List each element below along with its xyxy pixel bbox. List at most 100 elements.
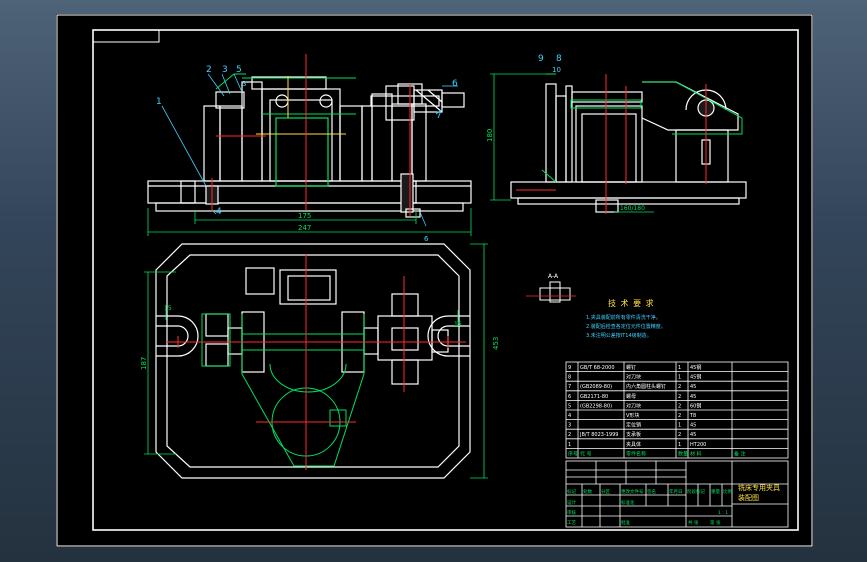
dim-187: 187: [140, 357, 148, 370]
drawing-canvas[interactable]: 175 247 2 3 5 1 3 4 7 6: [56, 14, 813, 547]
bom-cell: 支承板: [626, 431, 641, 438]
bom-cell: 1: [568, 442, 571, 448]
bom-cell: 2: [678, 394, 681, 400]
bom-cell: 2: [568, 432, 571, 438]
front-view-leaders: [161, 73, 458, 227]
tech-title: 技 术 要 求: [608, 298, 655, 308]
side-dimensions: [490, 73, 654, 213]
top-view-centerlines: [166, 254, 466, 470]
right-u-slot: [427, 315, 470, 357]
balloon-1: 1: [156, 97, 162, 107]
tech-line-1: 1.夹具装配前所有零件清洗干净。: [586, 314, 661, 321]
tb-label-4: 签名: [647, 488, 656, 495]
bom-cell: 2: [678, 403, 681, 409]
workpiece-outline: [241, 314, 365, 467]
balloon-7: 7: [436, 111, 442, 121]
dim-180: 180: [486, 129, 494, 142]
base-plate: [147, 180, 472, 204]
dim-453: 453: [492, 337, 500, 350]
bom-cell: 45: [690, 432, 696, 438]
tb-sheet-1: 第 张: [710, 519, 721, 526]
balloon-2: 2: [206, 65, 212, 75]
top-outer-frame: [155, 243, 471, 479]
bom-header-cell: 材 料: [690, 450, 702, 457]
dim-15a: 15: [164, 305, 172, 312]
dim-175: 175: [298, 212, 311, 220]
side-foot: [595, 199, 619, 213]
bom-header-cell: 代 号: [580, 450, 592, 457]
bom-cell: 对刀块: [626, 374, 641, 381]
tech-line-2: 2.装配后检查各定位元件位置精度。: [586, 323, 666, 330]
right-support: [371, 93, 393, 182]
cad-drawing: 175 247 2 3 5 1 3 4 7 6: [56, 14, 813, 547]
title-block: [565, 460, 789, 528]
tb-role-2: 工艺: [567, 520, 576, 526]
bom-cell: 2: [678, 413, 681, 419]
balloon-8: 8: [556, 54, 562, 64]
left-support: [203, 105, 221, 182]
bom-cell: HT200: [690, 442, 706, 448]
tb-label-5: 年月日: [669, 488, 683, 495]
bom-cell: 3: [568, 423, 571, 429]
front-balloons: 2 3 5 1 3 4 7 6: [156, 65, 458, 217]
bom-cell: 定位销: [626, 422, 641, 429]
bom-cell: 2: [678, 384, 681, 390]
bom-cell: 45钢: [690, 374, 701, 381]
section-detail: [539, 281, 571, 303]
balloon-10: 10: [552, 66, 561, 74]
dim-160: 160/180: [620, 205, 645, 212]
bom-cell: 45: [690, 394, 696, 400]
tb-label-3: 更改文件号: [621, 488, 644, 495]
corner-box: [92, 29, 160, 43]
balloon-6: 6: [452, 79, 458, 89]
bom-cell: 5: [568, 403, 571, 409]
bom-cell: 1: [678, 423, 681, 429]
title-block-text: 标记 处数 分区 更改文件号 签名 年月日 设计 审核 工艺 标准化 批准 阶段…: [567, 488, 732, 526]
top-dimensions: [144, 243, 488, 479]
bom-header-cell: 序号: [568, 450, 578, 457]
bom-cell: 螺母: [626, 393, 636, 400]
bom-header-cell: 零件名称: [626, 450, 646, 457]
tb-approve: 批准: [621, 519, 630, 526]
bom-cell: GB/T 68-2000: [580, 365, 615, 371]
top-view-workpiece: [201, 313, 365, 467]
bom-cell: 6: [568, 394, 571, 400]
bom-cell: 45: [690, 423, 696, 429]
tb-label-0: 标记: [567, 488, 576, 495]
tb-drawing-name: 铣床专用夹具: [738, 483, 780, 492]
bom-cell: 对刀块: [626, 402, 641, 409]
side-balloons: 9 8 10: [538, 54, 562, 74]
bom-cell: (GB2298-80): [580, 403, 612, 409]
left-u-slot: [156, 315, 199, 357]
tb-stage-0: 阶段标记: [687, 488, 705, 495]
tb-drawing-subname: 装配图: [738, 493, 759, 502]
bom-cell: 45钢: [690, 364, 701, 371]
bom-cell: 1: [678, 375, 681, 381]
tb-role-1: 审核: [567, 509, 576, 516]
front-view: [147, 76, 472, 218]
bom-cell: 60钢: [690, 402, 701, 409]
bom-cell: 9: [568, 365, 571, 371]
tech-line-3: 3.未注明公差按IT14级制造。: [586, 332, 652, 339]
bom-cell: 1: [678, 442, 681, 448]
bom-cell: V形块: [626, 412, 639, 419]
tb-role-0: 设计: [567, 499, 576, 506]
bom-cell: GB2171-80: [580, 394, 608, 400]
tb-label-2: 分区: [601, 488, 610, 495]
tb-standard: 标准化: [621, 499, 635, 506]
front-view-centerlines: [211, 54, 411, 216]
bom-cell: 8: [568, 375, 571, 381]
dim-247: 247: [298, 224, 311, 232]
bom-cell: 螺钉: [626, 364, 636, 371]
side-view-centerlines: [516, 74, 707, 214]
sheet-inner-border: [92, 29, 799, 531]
bom-cell: 2: [678, 432, 681, 438]
balloon-3b: 3: [242, 80, 246, 88]
tb-stage-1: 重量: [711, 488, 720, 495]
balloon-9: 9: [538, 54, 544, 64]
bom-cell: 4: [568, 413, 571, 419]
sheet-outer-border: [56, 14, 813, 547]
bom-cell: 夹具体: [626, 441, 641, 448]
tb-stage-2: 比例: [723, 488, 732, 495]
